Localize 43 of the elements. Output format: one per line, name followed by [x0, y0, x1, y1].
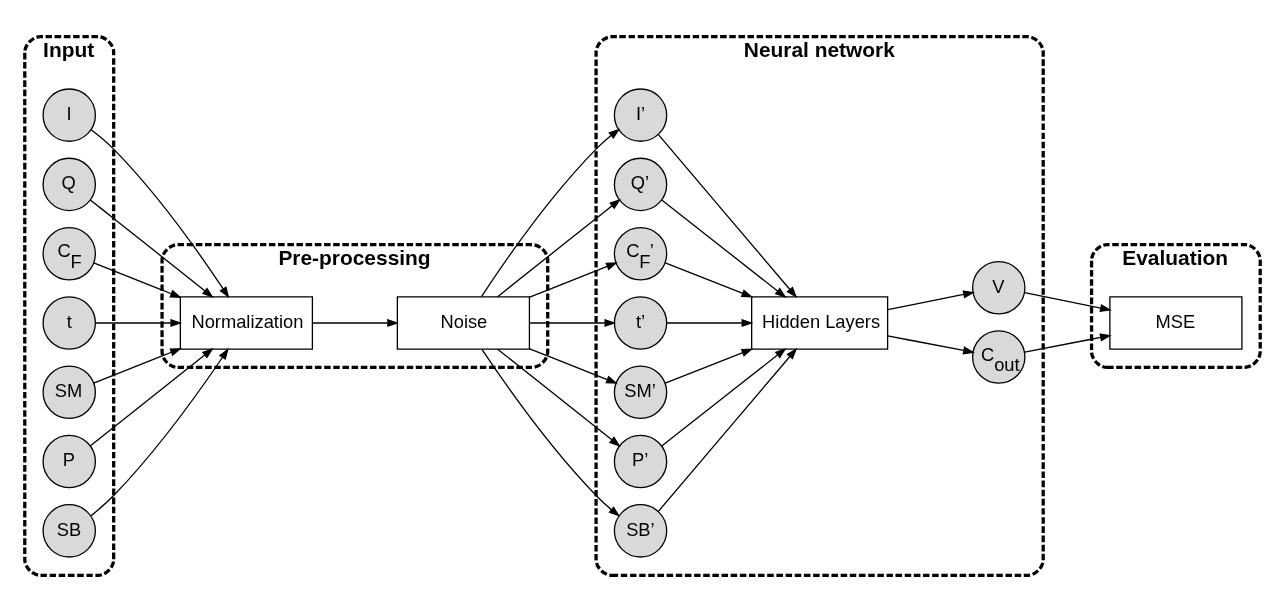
node-box: Hidden Layers: [751, 296, 889, 350]
node-circle: t’: [613, 296, 668, 350]
arrow: [664, 348, 754, 384]
arrow: [887, 290, 975, 311]
arrow: [529, 318, 617, 328]
node-box: Normalization: [179, 296, 314, 350]
arrow: [90, 129, 230, 299]
arrow: [657, 134, 798, 299]
arrow: [94, 318, 183, 328]
arrow: [497, 348, 621, 447]
arrow: [496, 198, 621, 298]
node-circle: I’: [613, 88, 668, 142]
node-circle: SB’: [613, 504, 668, 558]
node-box: MSE: [1109, 296, 1243, 350]
node-circle: P: [42, 434, 97, 489]
node-circle: I: [42, 88, 97, 142]
arrow: [529, 348, 618, 384]
arrow: [666, 318, 754, 328]
arrow: [529, 262, 618, 298]
node-circle: SB: [42, 504, 97, 558]
arrow: [657, 347, 798, 512]
node-circle: SM’: [613, 365, 668, 420]
node-circle: Q’: [613, 157, 668, 212]
arrow: [311, 318, 399, 328]
arrow: [481, 349, 621, 517]
arrow: [1024, 292, 1112, 312]
arrow: [93, 262, 182, 298]
arrow: [887, 335, 975, 355]
arrow: [480, 128, 621, 298]
arrow: [661, 199, 787, 299]
node-circle: SM: [42, 365, 97, 420]
arrow: [664, 262, 754, 298]
arrow: [93, 348, 182, 384]
node-box: Noise: [396, 296, 531, 350]
arrow: [1024, 333, 1112, 353]
node-circle: Q: [42, 157, 97, 212]
arrow: [661, 347, 787, 447]
arrow: [90, 348, 229, 517]
node-circle: V: [971, 260, 1026, 315]
node-circle: P’: [613, 434, 668, 489]
arrow: [89, 199, 214, 298]
node-circle: t: [42, 296, 97, 350]
arrow: [89, 347, 214, 447]
